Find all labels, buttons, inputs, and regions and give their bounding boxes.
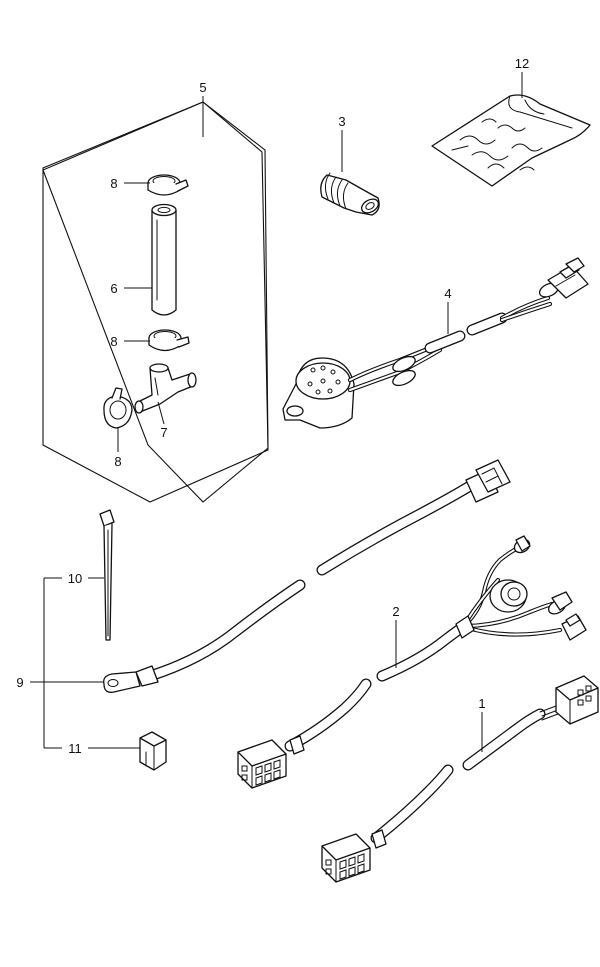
hose-clamp-top: [147, 174, 189, 196]
hose-clamp-bottom: [103, 387, 133, 429]
callout-2: 2: [392, 604, 399, 619]
clip-11: [139, 731, 167, 771]
harness-1: [321, 675, 599, 883]
callout-10: 10: [68, 571, 82, 586]
kit-frame-5: [42, 101, 269, 503]
parts-bag-12: [431, 94, 591, 187]
callout-8-middle: 8: [110, 334, 117, 349]
callout-3: 3: [338, 114, 345, 129]
callout-6: 6: [110, 281, 117, 296]
cable-tie-10: [99, 509, 115, 641]
callout-8-bottom: 8: [114, 454, 121, 469]
callout-1: 1: [478, 696, 485, 711]
harness-2: [237, 535, 587, 789]
hose-6: [151, 203, 177, 316]
buzzer-harness-4: [282, 257, 589, 429]
callout-4: 4: [444, 286, 451, 301]
callout-9: 9: [16, 675, 23, 690]
leader-lines: [30, 72, 523, 752]
callout-12: 12: [515, 56, 529, 71]
fitting-3: [320, 172, 380, 216]
callout-11: 11: [68, 741, 82, 756]
callouts: 5 8 6 8 7 8 3 12 4 10 9 11 2 1: [16, 56, 529, 756]
ground-cable-9: [103, 459, 511, 693]
callout-5: 5: [199, 80, 206, 95]
callout-7: 7: [160, 425, 167, 440]
hose-clamp-middle: [148, 329, 190, 352]
callout-8-top: 8: [110, 176, 117, 191]
tee-joint-7: [134, 363, 197, 414]
